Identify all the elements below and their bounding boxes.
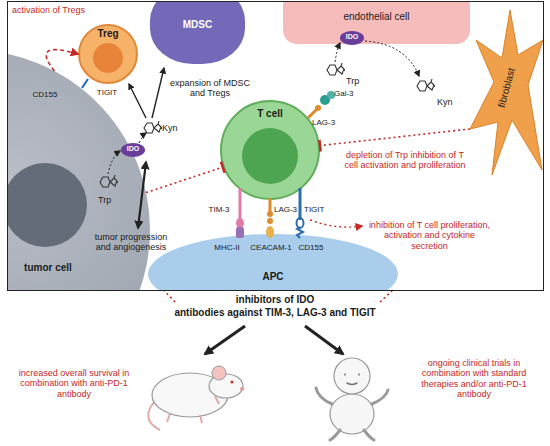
cell-nucleus	[242, 128, 298, 184]
mouse-ear	[212, 366, 226, 380]
tim3-receptor	[239, 188, 242, 220]
result-arrow	[205, 326, 245, 354]
cell-name: endothelial cell	[283, 11, 470, 23]
endothelial-cell: endothelial cell	[283, 2, 470, 44]
ligand-name: MHC-II	[211, 243, 243, 252]
progression-arrow	[138, 162, 146, 228]
ligand-name: CD155	[296, 243, 326, 252]
cell-name: tumor cell	[12, 262, 84, 274]
ido-enzyme	[340, 31, 364, 45]
lag3-head	[267, 218, 273, 224]
gal3-ligand	[327, 91, 335, 99]
therapy-heading: inhibitors of IDO	[165, 294, 385, 306]
annotation: activation of Tregs	[12, 5, 104, 15]
mouse-nose	[240, 387, 244, 391]
receptor-name: LAG-3	[312, 118, 342, 127]
annotation: depletion of Trp inhibition of T cell ac…	[340, 150, 470, 171]
metabolite-name: Trp	[346, 76, 368, 86]
cell-nucleus	[8, 163, 87, 247]
conversion-arrow	[365, 41, 419, 76]
baby-head	[334, 358, 370, 394]
enzyme-name: IDO	[343, 33, 361, 41]
annotation: expansion of MDSC and Tregs	[168, 78, 252, 99]
activation-connector	[46, 50, 78, 71]
lag3-head	[315, 105, 321, 111]
ligand-name: Gal-3	[334, 89, 364, 98]
baby-figure	[316, 358, 388, 440]
mouse-legs	[167, 396, 219, 423]
conversion-arrow	[335, 43, 340, 62]
cell-nucleus	[93, 43, 123, 73]
ceacam1-ligand	[266, 226, 274, 238]
tigit-receptor	[299, 188, 302, 220]
baby-limbs	[316, 388, 388, 440]
therapy-heading: antibodies against TIM-3, LAG-3 and TIGI…	[130, 307, 420, 319]
mdsc-cell: MDSC	[150, 2, 245, 64]
apc-cell: APC	[148, 234, 398, 290]
result-arrow	[305, 326, 343, 354]
ido-enzyme	[121, 143, 145, 157]
mhc2-ligand	[236, 227, 244, 238]
cell-name: MDSC	[150, 19, 245, 31]
cell-name: APC	[148, 271, 398, 283]
metabolite-name: Kyn	[162, 123, 184, 133]
mouse-eye	[230, 380, 233, 383]
tigit-cd155-bond	[82, 79, 88, 88]
baby-body	[330, 394, 374, 434]
receptor-name: LAG-3	[272, 205, 299, 214]
enzyme-name: IDO	[124, 145, 142, 153]
ligand-name: CEACAM-1	[248, 243, 294, 252]
mouse-figure	[148, 366, 244, 430]
tigit-head	[297, 218, 304, 228]
receptor-name: TIM-3	[204, 205, 234, 214]
lag3-head	[267, 211, 273, 217]
metabolite-name: Kyn	[437, 97, 461, 107]
baby-face	[345, 374, 359, 385]
expansion-arrow	[152, 68, 164, 118]
treg-cell: Treg	[78, 24, 138, 84]
cd155-ligand	[297, 227, 303, 238]
kyn-molecule	[417, 79, 435, 91]
cell-name: Treg	[80, 28, 136, 40]
t-cell: T cell	[220, 100, 320, 200]
ligand-name: CD155	[28, 90, 62, 99]
inhibition-arrow	[310, 220, 362, 227]
annotation: inhibition of T cell proliferation, acti…	[366, 220, 493, 251]
outcome-note: increased overall survival in combinatio…	[10, 368, 138, 399]
inhibition-connector	[146, 167, 223, 193]
conversion-arrow	[139, 133, 146, 143]
tumor-cell: tumor cell	[8, 50, 150, 290]
expansion-arrow	[129, 84, 146, 118]
tim3-head	[236, 218, 244, 228]
kyn-molecule	[144, 121, 162, 133]
metabolite-name: Trp	[98, 195, 120, 205]
inhibition-connector	[320, 129, 470, 146]
cell-name: T cell	[222, 108, 318, 120]
trp-molecule	[327, 63, 345, 75]
receptor-name: TIGIT	[92, 88, 122, 97]
annotation: tumor progression and angiogenesis	[86, 232, 176, 253]
trp-molecule	[100, 175, 118, 187]
receptor-name: TIGIT	[304, 205, 334, 214]
outcome-note: ongoing clinical trials in combination w…	[404, 358, 544, 399]
conversion-arrow	[108, 151, 120, 174]
fibroblast-cell: fibroblast	[470, 10, 543, 175]
